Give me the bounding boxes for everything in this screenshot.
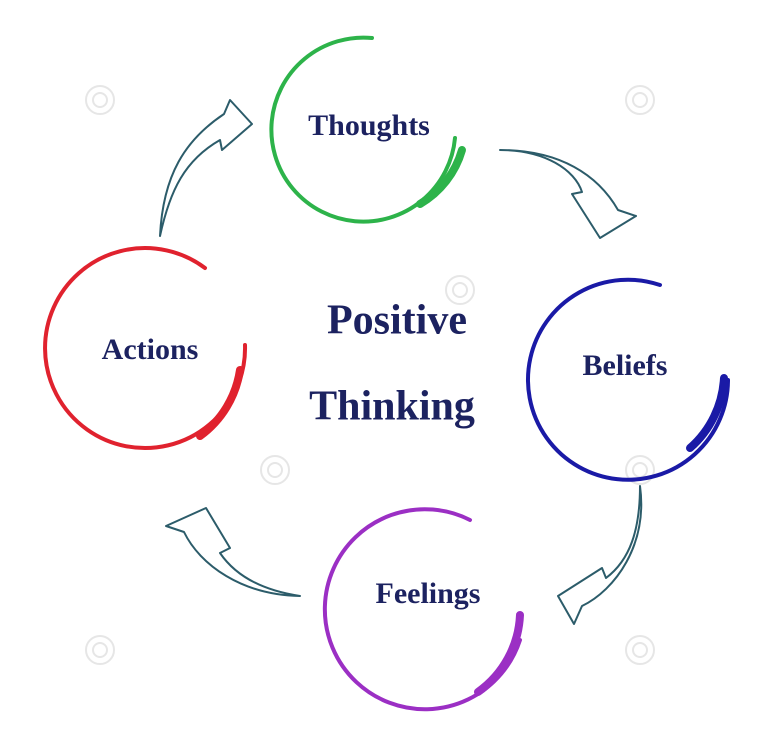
- center-title-line-2: Thinking: [309, 384, 475, 430]
- arrow-thoughts-to-beliefs: [499, 149, 637, 239]
- feelings-ring-thick-stroke: [474, 611, 524, 696]
- center-title: Positive Thinking: [309, 298, 475, 430]
- node-thoughts: Thoughts: [269, 35, 466, 224]
- watermark-pattern: [85, 85, 655, 665]
- actions-label: Actions: [102, 333, 199, 366]
- feelings-ring: [322, 507, 522, 712]
- arrow-actions-to-thoughts: [159, 99, 253, 237]
- beliefs-label: Beliefs: [583, 349, 668, 382]
- beliefs-ring: [526, 277, 730, 482]
- arrow-beliefs-to-feelings: [557, 485, 643, 625]
- center-title-line-1: Positive: [327, 298, 467, 344]
- node-actions: Actions: [43, 246, 248, 450]
- actions-ring-thick-stroke: [196, 366, 244, 440]
- arrow-feelings-to-actions: [165, 507, 301, 597]
- node-feelings: Feelings: [322, 507, 524, 712]
- node-beliefs: Beliefs: [526, 277, 730, 482]
- thoughts-label: Thoughts: [308, 109, 430, 142]
- beliefs-ring-thick-stroke: [686, 374, 728, 452]
- feelings-label: Feelings: [376, 577, 481, 610]
- thoughts-ring-thick-stroke: [416, 146, 466, 208]
